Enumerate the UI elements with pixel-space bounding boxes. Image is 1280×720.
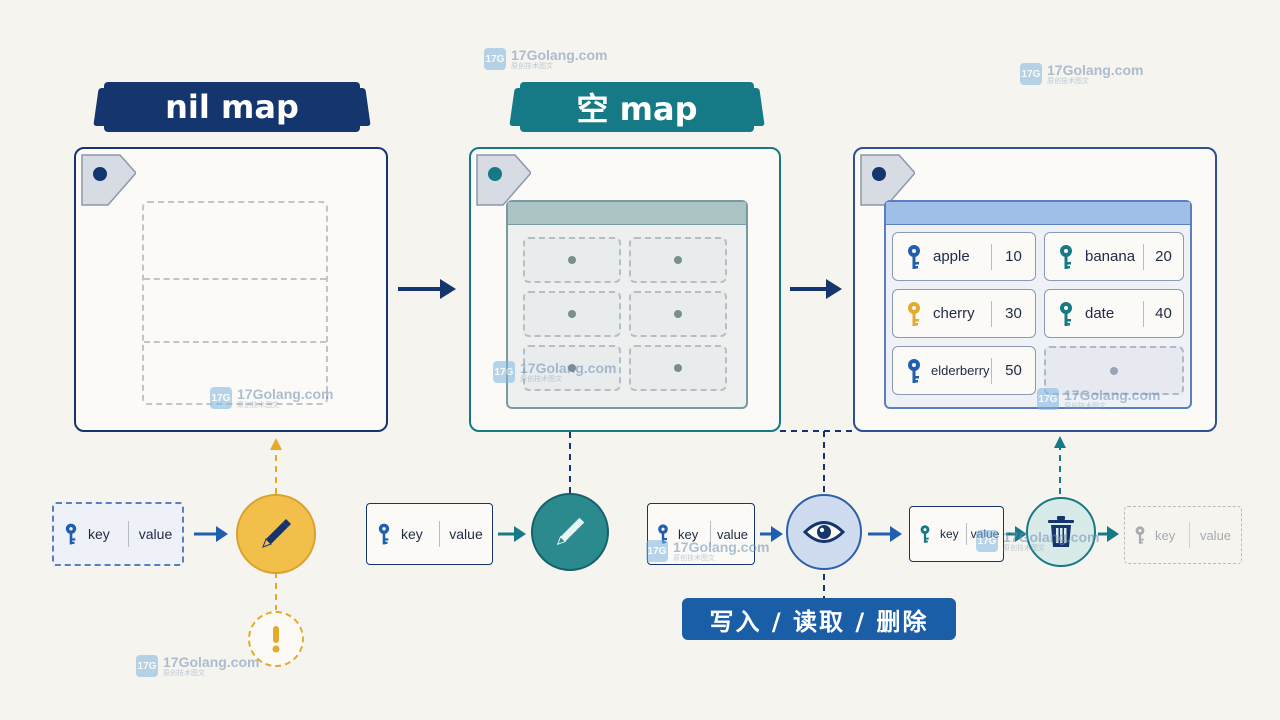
empty-bucket-slot	[523, 345, 621, 391]
watermark-logo-icon: 17G	[1020, 63, 1042, 85]
nil-map-header: nil map	[104, 82, 360, 132]
key-icon	[1060, 301, 1072, 326]
watermark-logo-icon: 17G	[1037, 388, 1059, 410]
trash-icon	[1048, 516, 1074, 547]
arrow-icon	[1098, 526, 1119, 542]
key-icon	[378, 523, 390, 545]
arrow-icon	[194, 526, 228, 542]
map-entry: banana 20	[1044, 232, 1184, 281]
write-action-button[interactable]	[531, 493, 609, 571]
map-entry: elderberry 50	[892, 346, 1036, 395]
key-icon	[920, 525, 930, 543]
key-icon	[908, 244, 920, 269]
key-icon	[1060, 244, 1072, 269]
empty-bucket-slot	[629, 291, 727, 337]
empty-bucket-slot	[523, 291, 621, 337]
map-entry: apple 10	[892, 232, 1036, 281]
operations-label: 写入 / 读取 / 删除	[682, 598, 956, 640]
arrow-icon	[790, 279, 842, 299]
watermark-logo-icon: 17G	[210, 387, 232, 409]
key-icon	[908, 301, 920, 326]
arrow-icon	[1006, 526, 1027, 542]
map-entry: date 40	[1044, 289, 1184, 338]
read-action-button[interactable]	[786, 494, 862, 570]
pencil-icon	[262, 519, 291, 548]
pin-icon	[476, 154, 531, 206]
arrow-icon	[398, 279, 456, 299]
key-icon	[1135, 526, 1145, 544]
watermark-logo-icon: 17G	[976, 530, 998, 552]
arrow-icon	[498, 526, 526, 542]
arrow-icon	[868, 526, 902, 542]
empty-map-header: 空 map	[520, 82, 754, 132]
panic-warning	[248, 611, 304, 667]
watermark-logo-icon: 17G	[493, 361, 515, 383]
eye-icon	[803, 521, 845, 543]
nil-map-empty-buckets	[142, 201, 328, 405]
key-icon	[908, 358, 920, 383]
deleted-kv-pair: key value	[1124, 506, 1242, 564]
delete-action-button[interactable]	[1026, 497, 1096, 567]
kv-pair-input: key value	[647, 503, 755, 565]
map-entry: cherry 30	[892, 289, 1036, 338]
arrow-icon	[760, 526, 783, 542]
watermark-logo-icon: 17G	[646, 540, 668, 562]
empty-bucket-slot	[523, 237, 621, 283]
kv-pair-input: key value	[52, 502, 184, 566]
populated-map-panel: apple 10 banana 20 cherry 30 date 40 eld…	[853, 147, 1217, 432]
write-action-button[interactable]	[236, 494, 316, 574]
pencil-icon	[556, 517, 585, 546]
pin-icon	[81, 154, 136, 206]
watermark-logo-icon: 17G	[484, 48, 506, 70]
pin-icon	[860, 154, 915, 206]
empty-bucket-slot	[1044, 346, 1184, 395]
warning-icon	[272, 626, 280, 653]
watermark-logo-icon: 17G	[136, 655, 158, 677]
empty-bucket-slot	[629, 345, 727, 391]
empty-bucket-slot	[629, 237, 727, 283]
kv-pair-input: key value	[366, 503, 493, 565]
key-icon	[65, 523, 77, 545]
